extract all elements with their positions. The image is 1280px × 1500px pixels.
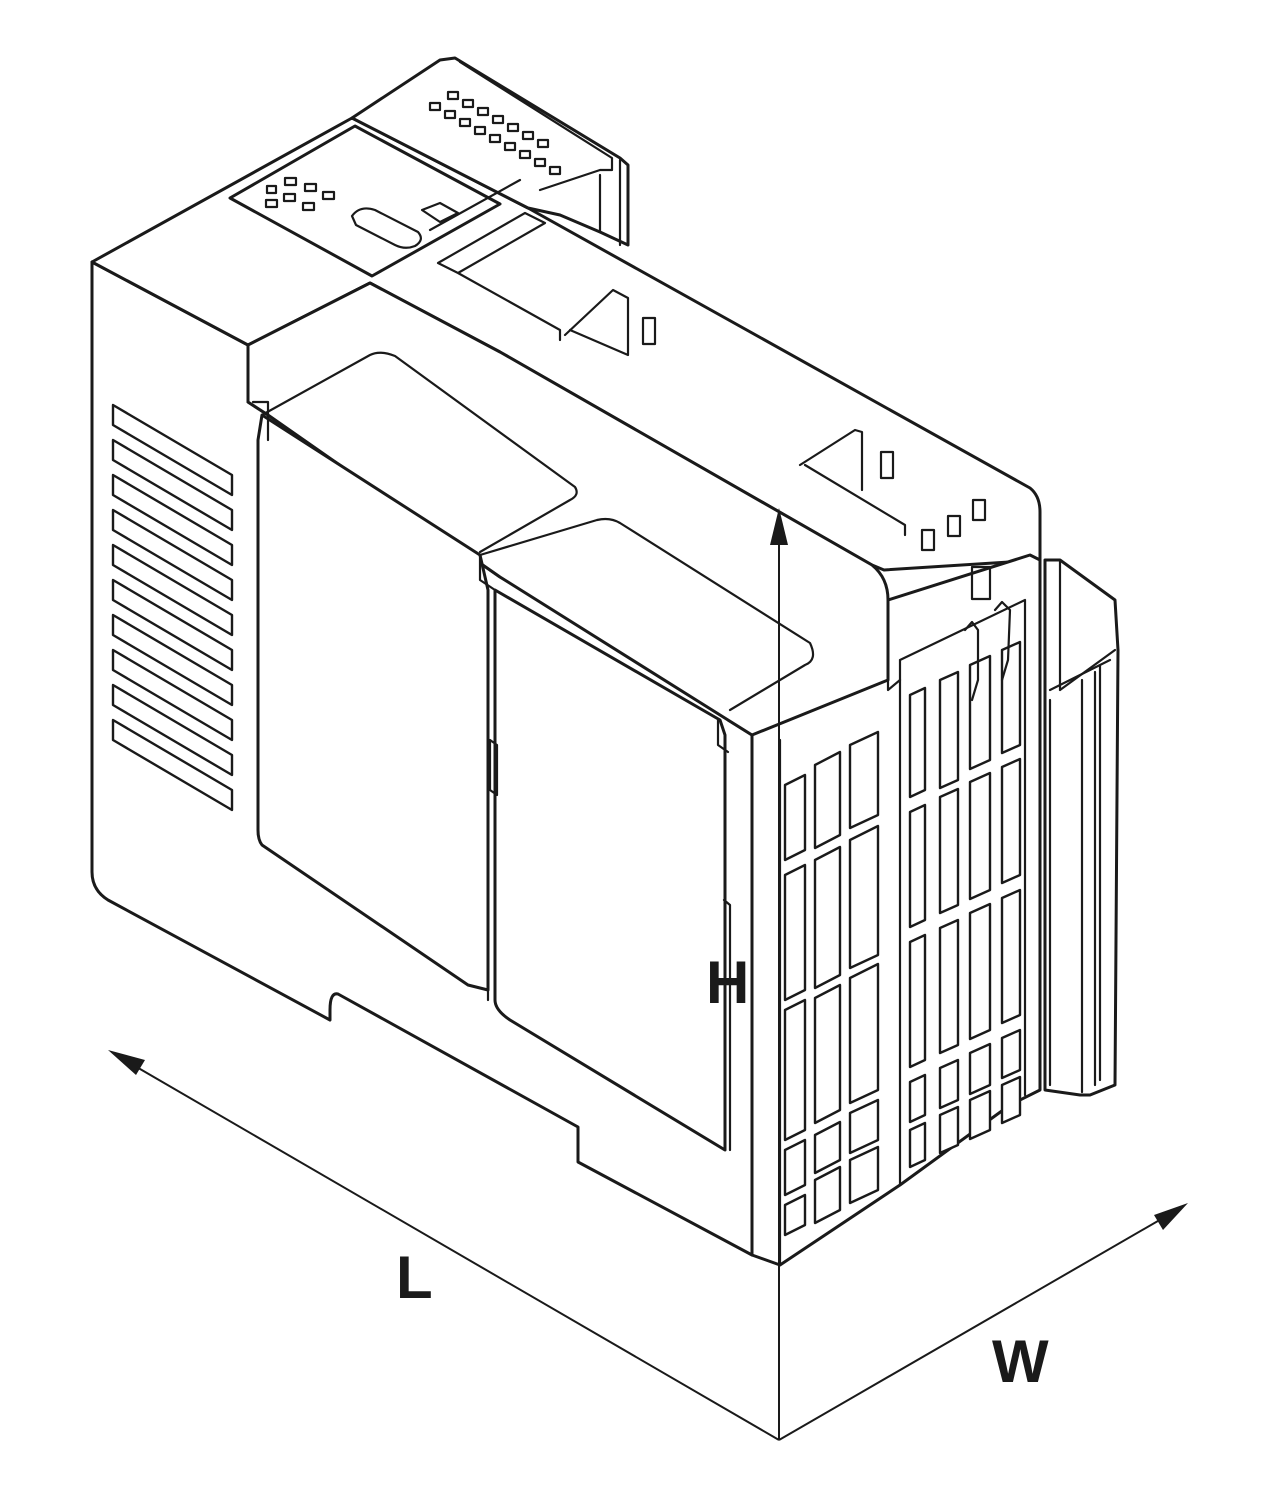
width-label: W [992, 1328, 1049, 1395]
length-dimension-line [127, 1061, 780, 1441]
cover-panel-right [493, 588, 727, 1152]
front-vent-grid-right [898, 598, 1027, 1187]
rear-connector [350, 56, 630, 247]
latch-hooks [963, 600, 1012, 702]
length-label: L [396, 1244, 433, 1311]
front-vent-grid-left [783, 730, 880, 1237]
control-panel [228, 124, 502, 278]
status-leds [264, 176, 336, 212]
left-vent-slots [111, 403, 234, 812]
height-arrow [770, 508, 788, 545]
connector-pins [428, 90, 562, 176]
length-arrow [108, 1050, 145, 1075]
display-slot [350, 207, 422, 249]
device-details [111, 90, 1027, 1267]
front-top-terminals [920, 498, 992, 601]
width-arrow [1154, 1203, 1188, 1230]
top-step [246, 281, 890, 742]
width-dimension-line [778, 1213, 1171, 1441]
height-label: H [706, 949, 749, 1016]
dimension-lines [108, 508, 1188, 1441]
